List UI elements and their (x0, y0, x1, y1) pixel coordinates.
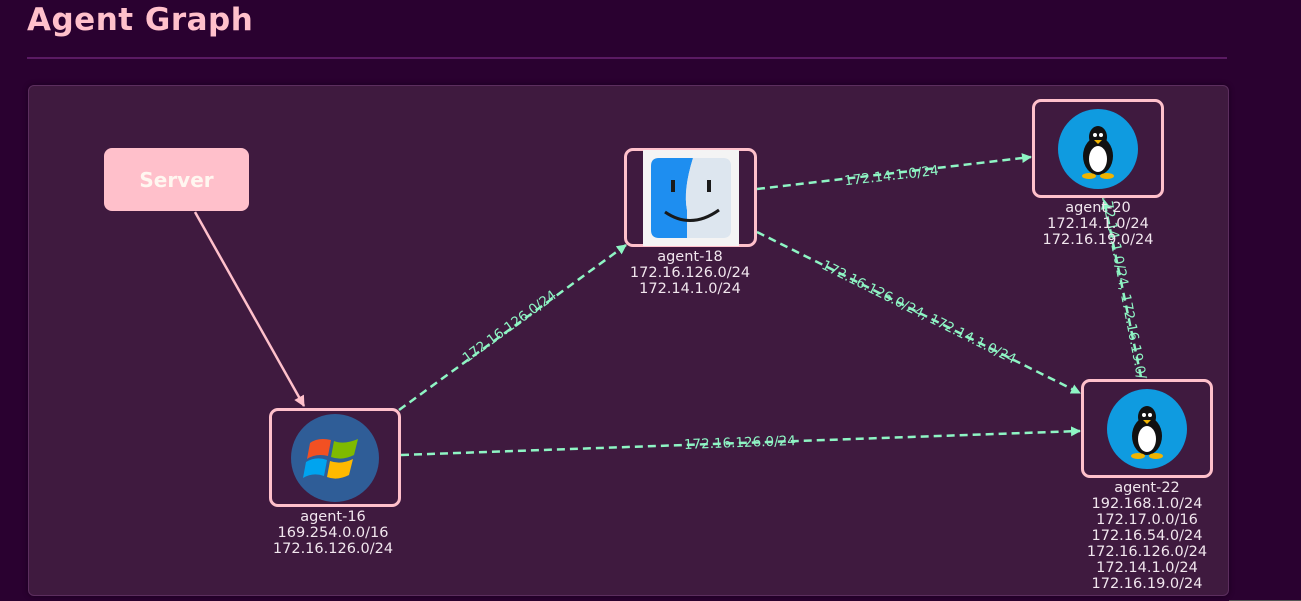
edge-agent-22-agent-20[interactable] (1100, 199, 1143, 378)
agent-subnet: 192.168.1.0/24 (1091, 496, 1203, 512)
linux-tux-icon (1107, 388, 1187, 469)
agent-node-22[interactable] (1081, 379, 1213, 478)
edge-server-agent-16[interactable] (193, 211, 306, 407)
agent-node-16[interactable] (269, 408, 401, 507)
windows-logo-icon (291, 413, 379, 502)
edge-label-agent-16-agent-22: 172.16.126.0/24 (684, 433, 796, 453)
edge-agent-16-agent-18[interactable] (398, 243, 627, 412)
agent-subnet: 172.16.19.0/24 (1042, 232, 1154, 248)
edge-agent-16-agent-22[interactable] (400, 426, 1081, 457)
agent-label-20: agent-20 172.14.1.0/24 172.16.19.0/24 (1043, 200, 1154, 248)
page-title: Agent Graph (27, 2, 254, 38)
agent-subnet: 169.254.0.0/16 (277, 525, 389, 541)
title-divider (27, 57, 1227, 59)
agent-subnet: 172.14.1.0/24 (1096, 560, 1198, 576)
edge-label-agent-16-agent-18: 172.16.126.0/24 (460, 287, 560, 366)
agent-node-18[interactable] (624, 148, 757, 247)
agent-node-20[interactable] (1032, 99, 1164, 198)
agent-subnet: 172.16.19.0/24 (1091, 576, 1203, 592)
edge-label-agent-18-agent-20: 172.14.1.0/24 (844, 163, 940, 190)
agent-label-18: agent-18 172.16.126.0/24 172.14.1.0/24 (630, 249, 750, 297)
agent-subnet: 172.16.54.0/24 (1091, 528, 1203, 544)
agent-name: agent-22 (1114, 480, 1180, 496)
agent-label-22: agent-22 192.168.1.0/24 172.17.0.0/16 17… (1087, 480, 1207, 592)
agent-label-16: agent-16 169.254.0.0/16 172.16.126.0/24 (273, 509, 393, 557)
agent-name: agent-18 (657, 249, 723, 265)
edge-agent-18-agent-22[interactable] (756, 230, 1081, 395)
agent-subnet: 172.14.1.0/24 (639, 281, 741, 297)
agent-subnet: 172.14.1.0/24 (1047, 216, 1149, 232)
edge-label-agent-18-agent-22: 172.16.126.0/24, 172.14.1.0/24 (819, 257, 1019, 367)
agent-subnet: 172.16.126.0/24 (629, 265, 751, 281)
agent-subnet: 172.16.126.0/24 (272, 541, 394, 557)
agent-subnet: 172.16.126.0/24 (1086, 544, 1208, 560)
server-node[interactable]: Server (104, 148, 249, 211)
macos-finder-icon (642, 149, 739, 246)
agent-subnet: 172.17.0.0/16 (1096, 512, 1198, 528)
agent-name: agent-20 (1065, 200, 1131, 216)
agent-name: agent-16 (300, 509, 366, 525)
edge-agent-18-agent-20[interactable] (756, 153, 1032, 191)
linux-tux-icon (1058, 108, 1138, 189)
